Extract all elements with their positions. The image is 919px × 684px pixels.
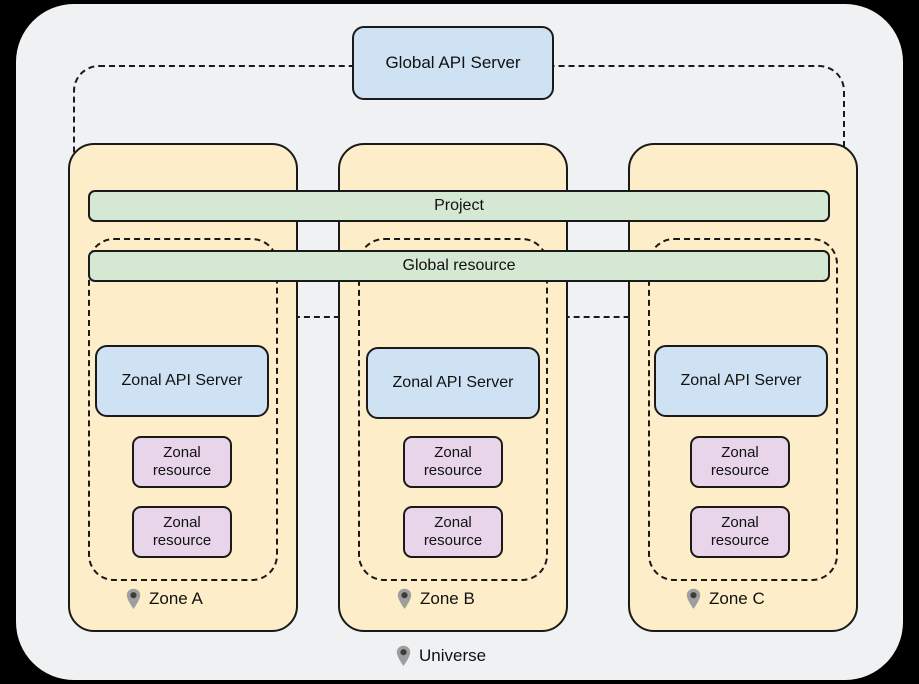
zonal-resource-line2: resource [423, 532, 483, 549]
map-pin-icon [126, 588, 141, 610]
project-bar[interactable]: Project [88, 190, 830, 222]
map-pin-icon [397, 588, 412, 610]
zonal-resource-line2: resource [152, 462, 212, 479]
map-pin-icon [686, 588, 701, 610]
zone-inner-boundary-b [358, 238, 548, 581]
global-api-server-node[interactable]: Global API Server [352, 26, 554, 100]
zonal-resource-line2: resource [710, 462, 770, 479]
zone-label-text: Zone B [420, 589, 475, 608]
zonal-resource-line1: Zonal [721, 444, 759, 461]
zonal-api-server-a[interactable]: Zonal API Server [95, 345, 269, 417]
zone-label-text: Zone C [709, 589, 765, 608]
zone-label-c: Zone C [686, 588, 765, 610]
zonal-resource-a-2[interactable]: Zonal resource [132, 506, 232, 558]
zonal-resource-line1: Zonal [163, 514, 201, 531]
zonal-resource-line2: resource [710, 532, 770, 549]
zone-label-a: Zone A [126, 588, 203, 610]
universe-label: Universe [396, 645, 486, 667]
zonal-resource-line2: resource [152, 532, 212, 549]
zonal-resource-c-2[interactable]: Zonal resource [690, 506, 790, 558]
zonal-resource-line1: Zonal [434, 514, 472, 531]
zonal-api-server-b[interactable]: Zonal API Server [366, 347, 540, 419]
zonal-resource-line1: Zonal [163, 444, 201, 461]
zonal-resource-line2: resource [423, 462, 483, 479]
zonal-resource-b-2[interactable]: Zonal resource [403, 506, 503, 558]
zonal-resource-a-1[interactable]: Zonal resource [132, 436, 232, 488]
zone-label-text: Zone A [149, 589, 203, 608]
global-resource-bar[interactable]: Global resource [88, 250, 830, 282]
zone-inner-boundary-c [648, 238, 838, 581]
zonal-resource-line1: Zonal [434, 444, 472, 461]
zonal-resource-b-1[interactable]: Zonal resource [403, 436, 503, 488]
zonal-resource-line1: Zonal [721, 514, 759, 531]
zone-inner-boundary-a [88, 238, 278, 581]
zonal-api-server-c[interactable]: Zonal API Server [654, 345, 828, 417]
universe-label-text: Universe [419, 646, 487, 665]
zone-label-b: Zone B [397, 588, 475, 610]
map-pin-icon [396, 645, 411, 667]
zonal-resource-c-1[interactable]: Zonal resource [690, 436, 790, 488]
